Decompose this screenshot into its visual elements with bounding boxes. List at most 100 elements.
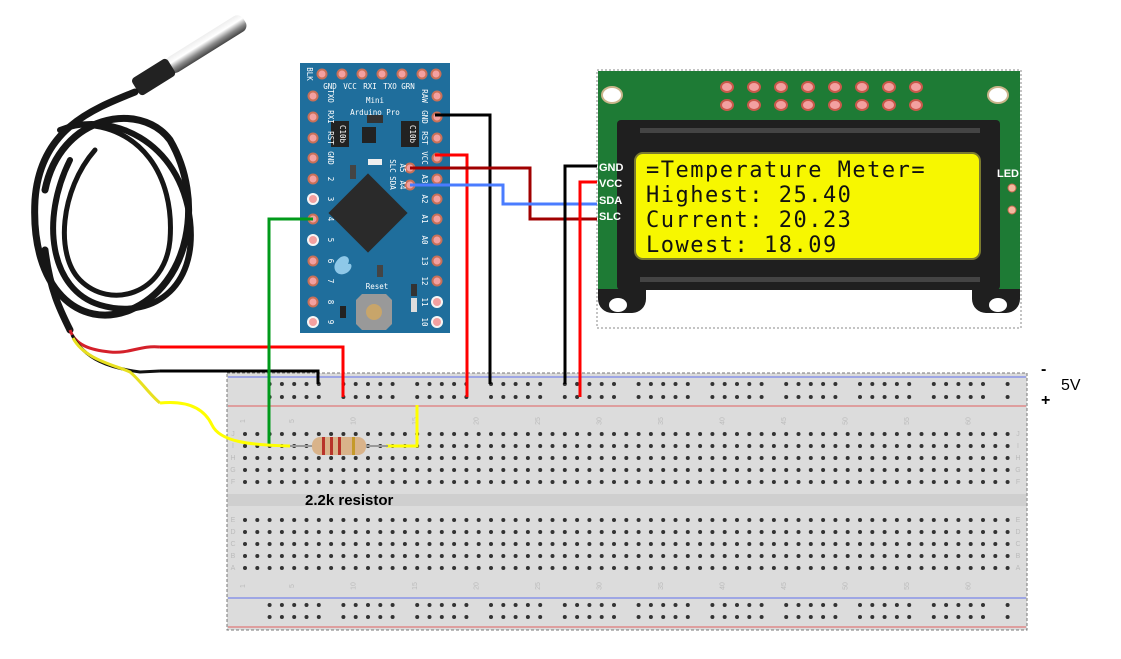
- breadboard-hole[interactable]: [907, 456, 912, 460]
- breadboard-hole[interactable]: [845, 518, 850, 522]
- breadboard-hole[interactable]: [858, 566, 862, 570]
- rail-hole[interactable]: [784, 615, 789, 619]
- breadboard-hole[interactable]: [415, 468, 420, 472]
- rail-hole[interactable]: [648, 603, 653, 607]
- breadboard-hole[interactable]: [513, 432, 518, 436]
- breadboard-hole[interactable]: [550, 566, 555, 570]
- rail-hole[interactable]: [907, 615, 912, 619]
- breadboard-hole[interactable]: [501, 542, 506, 546]
- breadboard-hole[interactable]: [415, 518, 420, 522]
- breadboard-hole[interactable]: [931, 518, 936, 522]
- breadboard-hole[interactable]: [292, 566, 297, 570]
- breadboard-hole[interactable]: [402, 456, 407, 460]
- rail-hole[interactable]: [858, 395, 862, 399]
- breadboard-hole[interactable]: [796, 468, 801, 472]
- breadboard-hole[interactable]: [538, 566, 543, 570]
- breadboard-hole[interactable]: [931, 554, 936, 558]
- breadboard-hole[interactable]: [366, 518, 370, 522]
- breadboard-hole[interactable]: [464, 530, 469, 534]
- breadboard-hole[interactable]: [1005, 456, 1010, 460]
- breadboard-hole[interactable]: [501, 530, 506, 534]
- breadboard-hole[interactable]: [575, 432, 580, 436]
- breadboard-hole[interactable]: [661, 456, 666, 460]
- rail-hole[interactable]: [612, 603, 616, 607]
- breadboard-hole[interactable]: [575, 566, 580, 570]
- breadboard-hole[interactable]: [390, 530, 395, 534]
- breadboard-hole[interactable]: [439, 542, 444, 546]
- rail-hole[interactable]: [735, 382, 739, 386]
- rail-hole[interactable]: [673, 382, 678, 386]
- rail-hole[interactable]: [562, 395, 567, 399]
- breadboard-hole[interactable]: [907, 542, 912, 546]
- breadboard-hole[interactable]: [267, 542, 272, 546]
- breadboard-hole[interactable]: [698, 468, 703, 472]
- breadboard-hole[interactable]: [267, 554, 272, 558]
- breadboard-hole[interactable]: [882, 480, 887, 484]
- breadboard-hole[interactable]: [489, 480, 493, 484]
- breadboard-hole[interactable]: [808, 468, 813, 472]
- breadboard-hole[interactable]: [882, 432, 887, 436]
- breadboard-hole[interactable]: [796, 444, 801, 448]
- breadboard-hole[interactable]: [292, 480, 297, 484]
- rail-hole[interactable]: [538, 615, 543, 619]
- breadboard-hole[interactable]: [452, 518, 457, 522]
- breadboard-hole[interactable]: [698, 554, 703, 558]
- breadboard-hole[interactable]: [316, 530, 321, 534]
- breadboard-hole[interactable]: [513, 518, 518, 522]
- breadboard-hole[interactable]: [784, 518, 789, 522]
- breadboard-hole[interactable]: [476, 444, 481, 448]
- breadboard-hole[interactable]: [341, 456, 346, 460]
- breadboard-hole[interactable]: [562, 468, 567, 472]
- breadboard-hole[interactable]: [353, 468, 358, 472]
- breadboard-hole[interactable]: [304, 468, 309, 472]
- breadboard-hole[interactable]: [255, 530, 260, 534]
- breadboard-hole[interactable]: [747, 432, 752, 436]
- rail-hole[interactable]: [316, 603, 321, 607]
- breadboard-hole[interactable]: [476, 554, 481, 558]
- breadboard-hole[interactable]: [722, 554, 727, 558]
- breadboard-hole[interactable]: [525, 444, 530, 448]
- rail-hole[interactable]: [661, 603, 666, 607]
- breadboard-hole[interactable]: [882, 566, 887, 570]
- breadboard-hole[interactable]: [661, 542, 666, 546]
- breadboard-hole[interactable]: [858, 518, 862, 522]
- breadboard-hole[interactable]: [821, 432, 826, 436]
- breadboard-hole[interactable]: [698, 480, 703, 484]
- rail-hole[interactable]: [685, 615, 690, 619]
- breadboard-hole[interactable]: [624, 518, 629, 522]
- breadboard-hole[interactable]: [575, 468, 580, 472]
- breadboard-hole[interactable]: [735, 456, 739, 460]
- breadboard-hole[interactable]: [968, 444, 973, 448]
- rail-hole[interactable]: [562, 603, 567, 607]
- breadboard-hole[interactable]: [931, 444, 936, 448]
- rail-hole[interactable]: [366, 615, 370, 619]
- breadboard-hole[interactable]: [894, 444, 899, 448]
- breadboard-hole[interactable]: [796, 432, 801, 436]
- breadboard-hole[interactable]: [267, 480, 272, 484]
- breadboard-hole[interactable]: [882, 444, 887, 448]
- breadboard-hole[interactable]: [304, 432, 309, 436]
- breadboard-hole[interactable]: [599, 444, 604, 448]
- rail-hole[interactable]: [390, 615, 395, 619]
- breadboard-hole[interactable]: [402, 554, 407, 558]
- breadboard-hole[interactable]: [698, 518, 703, 522]
- rail-hole[interactable]: [353, 395, 358, 399]
- breadboard-hole[interactable]: [587, 456, 592, 460]
- breadboard-hole[interactable]: [525, 480, 530, 484]
- breadboard-hole[interactable]: [821, 480, 826, 484]
- breadboard-hole[interactable]: [316, 554, 321, 558]
- rail-hole[interactable]: [378, 603, 383, 607]
- breadboard-hole[interactable]: [919, 542, 924, 546]
- breadboard-hole[interactable]: [489, 456, 493, 460]
- rail-hole[interactable]: [882, 603, 887, 607]
- wire-arduino-vcc[interactable]: [435, 153, 469, 397]
- rail-hole[interactable]: [439, 382, 444, 386]
- breadboard-hole[interactable]: [931, 542, 936, 546]
- rail-hole[interactable]: [759, 395, 764, 399]
- rail-hole[interactable]: [759, 603, 764, 607]
- breadboard-hole[interactable]: [513, 468, 518, 472]
- breadboard-hole[interactable]: [870, 444, 875, 448]
- breadboard-hole[interactable]: [378, 456, 383, 460]
- rail-hole[interactable]: [316, 395, 321, 399]
- breadboard-hole[interactable]: [858, 542, 862, 546]
